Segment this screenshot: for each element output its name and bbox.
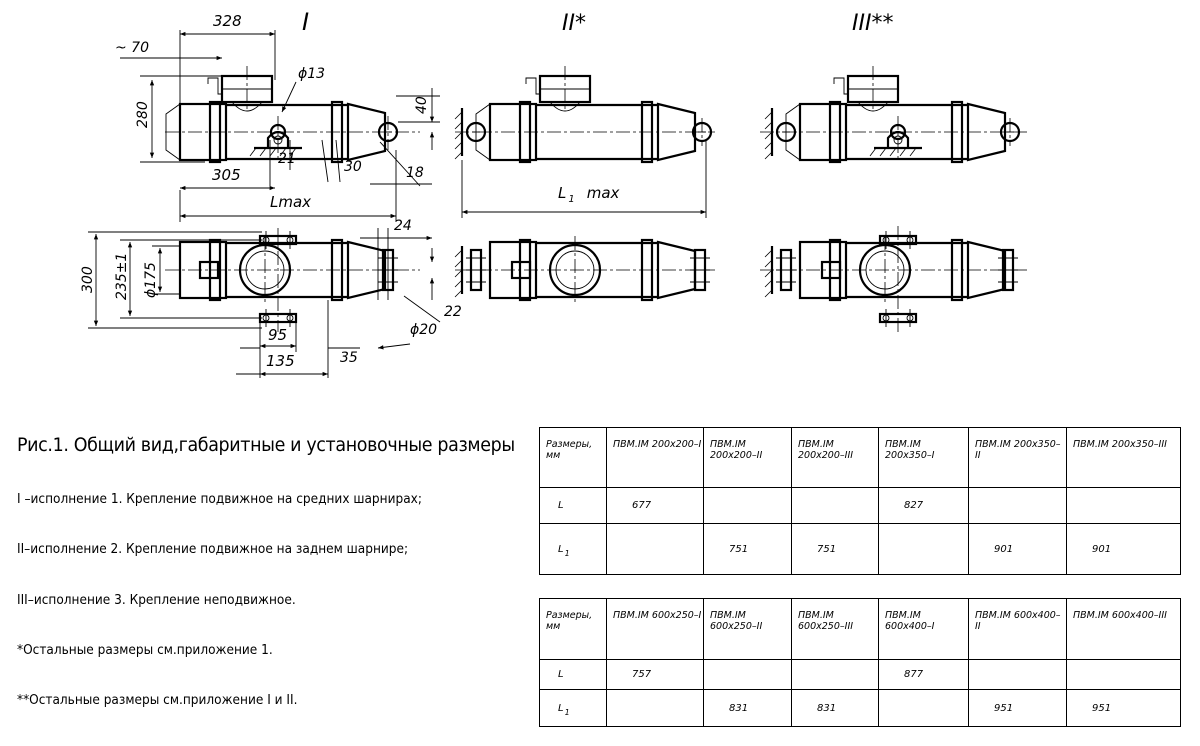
table-2-cell: 951: [968, 689, 1067, 727]
table-1-header-row: Размеры, мм ПВМ.IМ 200х200–I ПВМ.IМ 200х…: [539, 427, 1181, 488]
table-1-cell: 827: [878, 487, 969, 524]
dim-328: 328: [213, 12, 242, 30]
table-2-header-row: Размеры, мм ПВМ.IМ 600х250–I ПВМ.IМ 600х…: [539, 598, 1181, 660]
table-1-model: ПВМ.IМ 200х350–III: [1066, 427, 1181, 488]
table-1-cell: 751: [791, 523, 879, 575]
variant-2-side-view: [453, 66, 715, 164]
table-2-cell: 951: [1066, 689, 1181, 727]
dim-24: 24: [394, 218, 412, 234]
table-2-row-l1-label: L1: [539, 689, 607, 727]
dim-95: 95: [268, 326, 287, 344]
table-2-cell: [606, 689, 704, 727]
table-1-cell: [703, 487, 792, 524]
table-1-model: ПВМ.IМ 200х200–III: [791, 427, 879, 488]
dim-21: 21: [278, 151, 296, 167]
table-2-cell: 831: [791, 689, 879, 727]
dim-300: 300: [80, 266, 96, 293]
dimensions-table-1: Размеры, мм ПВМ.IМ 200х200–I ПВМ.IМ 200х…: [539, 427, 1181, 575]
table-1-row-l1: L1 751 751 901 901: [539, 523, 1181, 575]
table-1-model: ПВМ.IМ 200х200–II: [703, 427, 792, 488]
table-2-model: ПВМ.IМ 600х400–I: [878, 598, 969, 660]
dim-280: 280: [135, 101, 151, 128]
dimensions-table-2: Размеры, мм ПВМ.IМ 600х250–I ПВМ.IМ 600х…: [539, 598, 1181, 727]
table-1-row-l: L 677 827: [539, 487, 1181, 524]
dim-l1max-sub: 1: [568, 194, 574, 205]
table-1-row-l1-sub: 1: [564, 548, 570, 558]
table-1-cell: 901: [968, 523, 1067, 575]
dim-20: ϕ20: [410, 322, 437, 338]
table-1-cell: [968, 487, 1067, 524]
note-footnote-1: *Остальные размеры см.приложение 1.: [17, 642, 273, 658]
variant-label-2: II*: [562, 11, 586, 36]
table-2-cell: 757: [606, 659, 704, 690]
variant-1-side-view: [164, 66, 420, 164]
table-2-cell: [703, 659, 792, 690]
table-2-model: ПВМ.IМ 600х250–II: [703, 598, 792, 660]
dim-175: ϕ175: [143, 262, 159, 298]
variant-label-1: I: [302, 8, 309, 36]
table-2-cell: 831: [703, 689, 792, 727]
table-1-cell: 751: [703, 523, 792, 575]
table-1-row-l-label: L: [539, 487, 607, 524]
table-2-row-l1: L1 831 831 951 951: [539, 689, 1181, 727]
table-1-model: ПВМ.IМ 200х200–I: [606, 427, 704, 488]
table-2-model: ПВМ.IМ 600х250–I: [606, 598, 704, 660]
table-2-cell: 877: [878, 659, 969, 690]
note-footnote-2: **Остальные размеры см.приложение I и II…: [17, 692, 298, 708]
table-1-model: ПВМ.IМ 200х350–I: [878, 427, 969, 488]
table-1-cell: 901: [1066, 523, 1181, 575]
table-2-cell: [878, 689, 969, 727]
table-1-cell: 677: [606, 487, 704, 524]
note-variant-2: II–исполнение 2. Крепление подвижное на …: [17, 541, 409, 557]
table-2-row-l-label: L: [539, 659, 607, 690]
variant-1-dimensions: 328 ~ 70 280 ϕ13 40 21 30 18 305: [115, 12, 440, 222]
variant-3-side-view: [760, 66, 1030, 164]
table-2-model: ПВМ.IМ 600х250–III: [791, 598, 879, 660]
dim-l1max-main: L: [558, 184, 566, 202]
dim-135: 135: [266, 352, 295, 370]
technical-drawing: I II* III** 328 ~ 70: [80, 8, 1030, 378]
table-1-row-l1-main: L: [558, 543, 564, 555]
dim-18: 18: [406, 165, 424, 181]
variant-3-front-view: [760, 226, 1030, 332]
variant-2-front-view: [453, 234, 715, 306]
dim-70: ~ 70: [115, 40, 149, 56]
table-1-header-label: Размеры, мм: [539, 427, 607, 488]
table-2-row-l1-main: L: [558, 702, 564, 714]
table-1-cell: [1066, 487, 1181, 524]
dim-35: 35: [340, 350, 358, 366]
table-1-model: ПВМ.IМ 200х350–II: [968, 427, 1067, 488]
table-2-cell: [968, 659, 1067, 690]
dim-305: 305: [212, 166, 241, 184]
table-2-model: ПВМ.IМ 600х400–II: [968, 598, 1067, 660]
figure-caption: Рис.1. Общий вид,габаритные и установочн…: [17, 434, 515, 456]
table-2-header-label: Размеры, мм: [539, 598, 607, 660]
table-2-model: ПВМ.IМ 600х400–III: [1066, 598, 1181, 660]
dim-lmax: Lmax: [270, 193, 311, 211]
variant-1-front-view: [165, 228, 420, 332]
table-2-row-l1-sub: 1: [564, 707, 570, 717]
dim-30: 30: [344, 159, 362, 175]
table-1-row-l1-label: L1: [539, 523, 607, 575]
variant-label-3: III**: [852, 11, 893, 36]
dim-l1max-tail: max: [587, 184, 620, 202]
table-1-cell: [791, 487, 879, 524]
dim-40: 40: [414, 96, 430, 114]
table-2-row-l: L 757 877: [539, 659, 1181, 690]
table-1-cell: [606, 523, 704, 575]
dim-13: ϕ13: [298, 66, 325, 82]
note-variant-1: I –исполнение 1. Крепление подвижное на …: [17, 491, 422, 507]
note-variant-3: III–исполнение 3. Крепление неподвижное.: [17, 592, 296, 608]
table-1-cell: [878, 523, 969, 575]
table-2-cell: [1066, 659, 1181, 690]
table-2-cell: [791, 659, 879, 690]
dim-22: 22: [444, 304, 462, 320]
dim-235: 235±1: [114, 253, 130, 300]
variant-1-front-dimensions: 24 300 235±1 ϕ175 95 135 35: [80, 218, 462, 378]
